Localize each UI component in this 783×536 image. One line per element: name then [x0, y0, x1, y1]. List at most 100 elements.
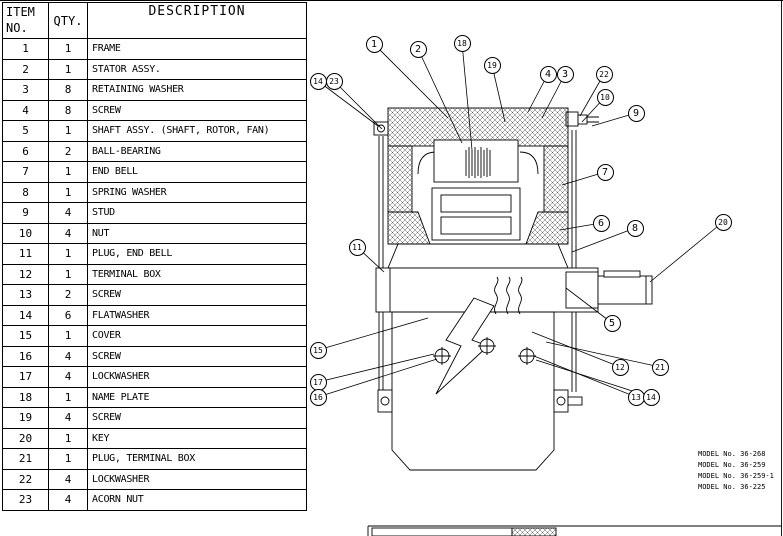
cell-qty: 4 [48, 468, 88, 490]
header-item-no: ITEM NO. [2, 2, 49, 39]
stator-coils [431, 187, 521, 241]
cell-desc: SCREW [87, 284, 307, 306]
cell-item: 18 [2, 386, 49, 408]
table-header-row: ITEM NO. QTY. DESCRIPTION [2, 2, 307, 39]
cell-desc: FLATWASHER [87, 304, 307, 326]
top-right-fastener-detail [565, 111, 599, 127]
cell-desc: LOCKWASHER [87, 468, 307, 490]
cell-item: 8 [2, 181, 49, 203]
cell-qty: 4 [48, 345, 88, 367]
cell-desc: STATOR ASSY. [87, 58, 307, 80]
model-number: MODEL No. 36-259-1 [698, 472, 774, 480]
cell-item: 14 [2, 304, 49, 326]
cell-item: 19 [2, 407, 49, 429]
cell-qty: 1 [48, 448, 88, 470]
cell-desc: TERMINAL BOX [87, 263, 307, 285]
cell-qty: 1 [48, 243, 88, 265]
cell-item: 17 [2, 366, 49, 388]
cell-qty: 2 [48, 140, 88, 162]
cell-qty: 1 [48, 427, 88, 449]
cell-desc: FRAME [87, 38, 307, 60]
cell-desc: NAME PLATE [87, 386, 307, 408]
cell-item: 5 [2, 120, 49, 142]
cell-desc: SPRING WASHER [87, 181, 307, 203]
cell-qty: 1 [48, 386, 88, 408]
cell-item: 1 [2, 38, 49, 60]
cell-item: 13 [2, 284, 49, 306]
cell-qty: 1 [48, 325, 88, 347]
cell-item: 10 [2, 222, 49, 244]
cell-item: 9 [2, 202, 49, 224]
end-bell [387, 243, 569, 269]
cell-item: 6 [2, 140, 49, 162]
cell-qty: 1 [48, 58, 88, 80]
fan-airflow-symbol [435, 276, 523, 395]
cell-qty: 4 [48, 202, 88, 224]
cell-item: 2 [2, 58, 49, 80]
name-plate [433, 139, 519, 183]
cell-item: 11 [2, 243, 49, 265]
cell-desc: END BELL [87, 161, 307, 183]
model-number: MODEL No. 36-259 [698, 461, 766, 469]
cell-qty: 4 [48, 366, 88, 388]
cell-desc: COVER [87, 325, 307, 347]
cell-qty: 4 [48, 222, 88, 244]
cover-box [377, 311, 583, 471]
model-number: MODEL No. 36-268 [698, 450, 766, 458]
cover-screws [433, 337, 536, 365]
cell-item: 12 [2, 263, 49, 285]
title-block-partial [367, 525, 781, 536]
cell-item: 7 [2, 161, 49, 183]
stud-bolts [378, 130, 577, 392]
cell-item: 22 [2, 468, 49, 490]
cell-qty: 8 [48, 99, 88, 121]
cell-qty: 1 [48, 161, 88, 183]
cell-desc: BALL-BEARING [87, 140, 307, 162]
cell-desc: PLUG, TERMINAL BOX [87, 448, 307, 470]
cell-desc: SCREW [87, 345, 307, 367]
cell-qty: 6 [48, 304, 88, 326]
header-description: DESCRIPTION [87, 2, 307, 39]
acorn-nut-washer-detail [373, 121, 389, 136]
cell-qty: 8 [48, 79, 88, 101]
cell-item: 21 [2, 448, 49, 470]
cell-qty: 1 [48, 263, 88, 285]
header-qty: QTY. [48, 2, 88, 39]
cell-desc: SCREW [87, 407, 307, 429]
cell-qty: 4 [48, 489, 88, 511]
fan-arrow [435, 297, 495, 395]
cell-qty: 1 [48, 38, 88, 60]
cell-desc: SHAFT ASSY. (SHAFT, ROTOR, FAN) [87, 120, 307, 142]
cell-desc: SCREW [87, 99, 307, 121]
cell-qty: 1 [48, 120, 88, 142]
shaft-assembly [597, 270, 653, 305]
cell-item: 4 [2, 99, 49, 121]
cell-desc: PLUG, END BELL [87, 243, 307, 265]
model-number: MODEL No. 36-225 [698, 483, 766, 491]
cell-qty: 1 [48, 181, 88, 203]
cell-item: 20 [2, 427, 49, 449]
